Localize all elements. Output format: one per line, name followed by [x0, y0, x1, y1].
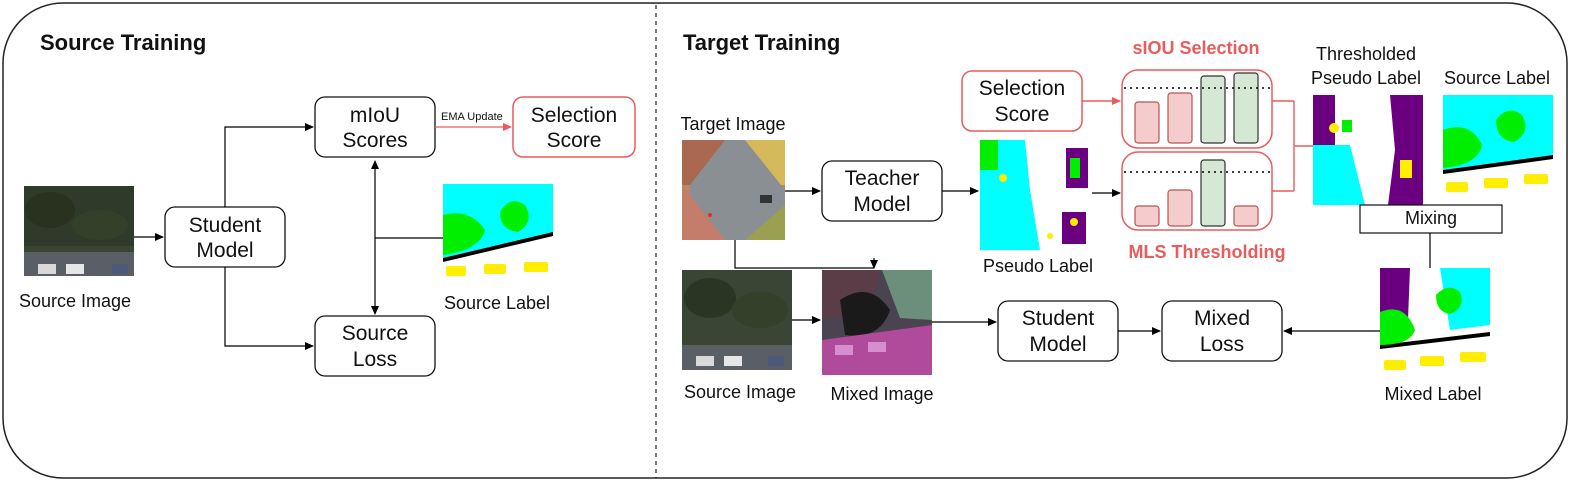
- thresholded-line2: Pseudo Label: [1311, 68, 1421, 88]
- thresholded-pseudo-label-image: [1313, 95, 1423, 205]
- target-training-title: Target Training: [683, 30, 840, 55]
- miou-scores-line1: mIoU: [350, 104, 400, 127]
- source-loss-box: [314, 315, 436, 377]
- target-red-connectors: [1082, 97, 1313, 192]
- thresholded-line1: Thresholded: [1316, 44, 1416, 64]
- source-label-image: [443, 184, 553, 284]
- mixed-image: [822, 270, 932, 375]
- source-image-caption: Source Image: [19, 291, 131, 311]
- source-training-title: Source Training: [40, 30, 206, 55]
- siou-bar-4: [1233, 72, 1259, 144]
- pseudo-label-image: [980, 140, 1092, 250]
- target-selection-score-line2: Score: [995, 103, 1050, 126]
- miou-scores-line2: Scores: [342, 129, 407, 152]
- source-loss-line2: Loss: [353, 348, 397, 371]
- mls-thresholding-title: MLS Thresholding: [1129, 242, 1286, 262]
- target-selection-score-line1: Selection: [979, 77, 1065, 100]
- teacher-model-line2: Model: [853, 193, 910, 216]
- mls-bar-2: [1167, 189, 1193, 227]
- mixed-image-caption: Mixed Image: [830, 384, 933, 404]
- target-student-model-line2: Model: [1029, 333, 1086, 356]
- source-label-caption: Source Label: [444, 293, 550, 313]
- siou-bar-1: [1134, 101, 1160, 144]
- selection-score-line2: Score: [547, 129, 602, 152]
- mls-bar-3: [1200, 159, 1226, 227]
- source-loss-line1: Source: [342, 322, 409, 345]
- mls-bar-1: [1134, 205, 1160, 227]
- siou-bar-2: [1167, 92, 1193, 144]
- mixed-loss-box: [1161, 300, 1283, 362]
- target-source-label-caption: Source Label: [1444, 68, 1550, 88]
- mixed-loss-line1: Mixed: [1194, 307, 1250, 330]
- teacher-model-line1: Teacher: [845, 167, 920, 190]
- target-source-label-image: [1443, 95, 1553, 205]
- student-model-line1: Student: [189, 214, 262, 237]
- mls-thresholding-panel: [1121, 151, 1273, 231]
- target-image: [682, 140, 785, 240]
- target-source-image: [682, 270, 792, 370]
- ema-update-label: EMA Update: [441, 111, 503, 123]
- target-student-model-line1: Student: [1022, 307, 1095, 330]
- siou-bar-3: [1200, 75, 1226, 144]
- target-source-image-caption: Source Image: [684, 382, 796, 402]
- selection-score-line1: Selection: [531, 104, 617, 127]
- mixing-bracket: [1359, 204, 1503, 234]
- selection-score-box-source: [512, 96, 636, 158]
- mls-bar-4: [1233, 205, 1259, 227]
- source-arrows: [134, 123, 443, 350]
- pseudo-label-caption: Pseudo Label: [983, 256, 1093, 276]
- target-image-caption: Target Image: [680, 114, 785, 134]
- mixing-label: Mixing: [1405, 208, 1457, 228]
- student-model-line2: Model: [196, 239, 253, 262]
- siou-selection-title: sIOU Selection: [1132, 38, 1259, 58]
- source-image: [24, 186, 134, 276]
- siou-selection-panel: [1121, 69, 1273, 149]
- mixed-label-caption: Mixed Label: [1384, 384, 1481, 404]
- target-arrows: [734, 187, 1431, 335]
- mixed-loss-line2: Loss: [1200, 333, 1244, 356]
- mixed-label-image: [1380, 268, 1490, 378]
